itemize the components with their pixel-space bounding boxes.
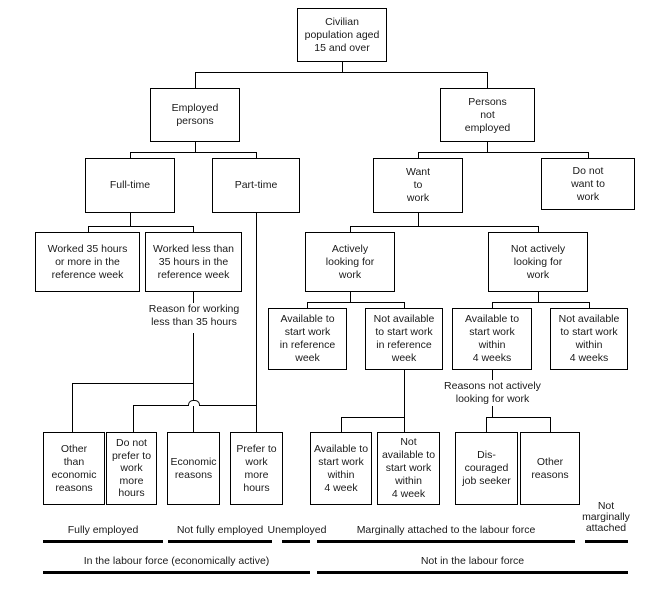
connector-line xyxy=(492,406,493,417)
connector-line xyxy=(418,152,419,158)
node-other-than-economic: Other than economic reasons xyxy=(43,432,105,505)
node-actively-looking: Actively looking for work xyxy=(305,232,395,292)
category-unemployed: Unemployed xyxy=(267,524,327,536)
connector-line xyxy=(133,405,134,432)
connector-line xyxy=(589,302,590,308)
connector-line xyxy=(193,333,194,432)
category-fully-employed: Fully employed xyxy=(67,524,139,536)
node-not-actively-looking: Not actively looking for work xyxy=(488,232,588,292)
connector-line xyxy=(418,152,588,153)
node-full-time: Full-time xyxy=(85,158,175,213)
category-marginally-attached: Marginally attached to the labour force xyxy=(356,524,536,536)
category-rule xyxy=(317,571,628,574)
connector-line xyxy=(256,405,257,432)
category-rule xyxy=(282,540,310,543)
connector-line xyxy=(404,302,405,308)
node-persons-not-employed: Persons not employed xyxy=(440,88,535,142)
connector-line xyxy=(418,213,419,226)
connector-line xyxy=(588,152,589,158)
connector-line xyxy=(550,417,551,432)
node-part-time: Part-time xyxy=(212,158,300,213)
connector-line xyxy=(195,72,196,88)
connector-line xyxy=(256,213,257,405)
connector-line xyxy=(193,292,194,306)
connector-line xyxy=(487,72,488,88)
node-worked-35-or-more: Worked 35 hours or more in the reference… xyxy=(35,232,140,292)
node-available-4-week: Available to start work within 4 week xyxy=(310,432,372,505)
connector-line xyxy=(198,405,256,406)
line-hop-bridge xyxy=(188,400,200,406)
connector-line xyxy=(307,302,404,303)
node-prefer-more-hours: Prefer to work more hours xyxy=(230,432,283,505)
connector-line xyxy=(350,292,351,302)
connector-line xyxy=(193,226,194,232)
category-rule xyxy=(585,540,628,543)
annotation-reason-working-less: Reason for working less than 35 hours xyxy=(143,303,245,329)
category-rule xyxy=(43,571,310,574)
node-not-available-4-week: Not available to start work within 4 wee… xyxy=(377,432,440,505)
connector-line xyxy=(130,152,256,153)
category-not-fully-employed: Not fully employed xyxy=(176,524,264,536)
connector-line xyxy=(72,383,73,432)
connector-line xyxy=(487,142,488,152)
node-economic-reasons: Economic reasons xyxy=(167,432,220,505)
connector-line xyxy=(88,226,89,232)
connector-line xyxy=(72,383,193,384)
node-civilian-population: Civilian population aged 15 and over xyxy=(297,8,387,62)
node-available-4-weeks: Available to start work within 4 weeks xyxy=(452,308,532,370)
node-not-available-ref-week: Not available to start work in reference… xyxy=(365,308,443,370)
connector-line xyxy=(195,72,488,73)
connector-line xyxy=(88,226,194,227)
node-worked-less-35: Worked less than 35 hours in the referen… xyxy=(145,232,242,292)
connector-line xyxy=(342,62,343,72)
connector-line xyxy=(130,152,131,158)
connector-line xyxy=(133,405,188,406)
category-not-marginally-attached: Not marginally attached xyxy=(582,500,630,534)
connector-line xyxy=(486,417,487,432)
node-other-reasons: Other reasons xyxy=(520,432,580,505)
category-rule xyxy=(168,540,272,543)
connector-line xyxy=(341,417,342,432)
connector-line xyxy=(404,370,405,417)
connector-line xyxy=(130,213,131,226)
node-discouraged-job-seeker: Dis- couraged job seeker xyxy=(455,432,518,505)
connector-line xyxy=(350,226,351,232)
connector-line xyxy=(492,302,589,303)
connector-line xyxy=(538,226,539,232)
category-rule xyxy=(43,540,163,543)
node-available-ref-week: Available to start work in reference wee… xyxy=(268,308,347,370)
connector-line xyxy=(350,226,538,227)
annotation-reasons-not-looking: Reasons not actively looking for work xyxy=(435,380,550,406)
connector-line xyxy=(195,142,196,152)
category-rule xyxy=(317,540,575,543)
category-not-in-labour-force: Not in the labour force xyxy=(420,555,525,567)
connector-line xyxy=(486,417,550,418)
connector-line xyxy=(404,417,405,432)
connector-line xyxy=(307,302,308,308)
connector-line xyxy=(341,417,404,418)
connector-line xyxy=(492,302,493,308)
connector-line xyxy=(492,370,493,381)
category-in-labour-force: In the labour force (economically active… xyxy=(83,555,270,567)
connector-line xyxy=(256,152,257,158)
connector-line xyxy=(538,292,539,302)
node-do-not-want-to-work: Do not want to work xyxy=(541,158,635,210)
node-employed-persons: Employed persons xyxy=(150,88,240,142)
node-do-not-prefer-more-hours: Do not prefer to work more hours xyxy=(106,432,157,505)
node-want-to-work: Want to work xyxy=(373,158,463,213)
node-not-available-4-weeks: Not available to start work within 4 wee… xyxy=(550,308,628,370)
